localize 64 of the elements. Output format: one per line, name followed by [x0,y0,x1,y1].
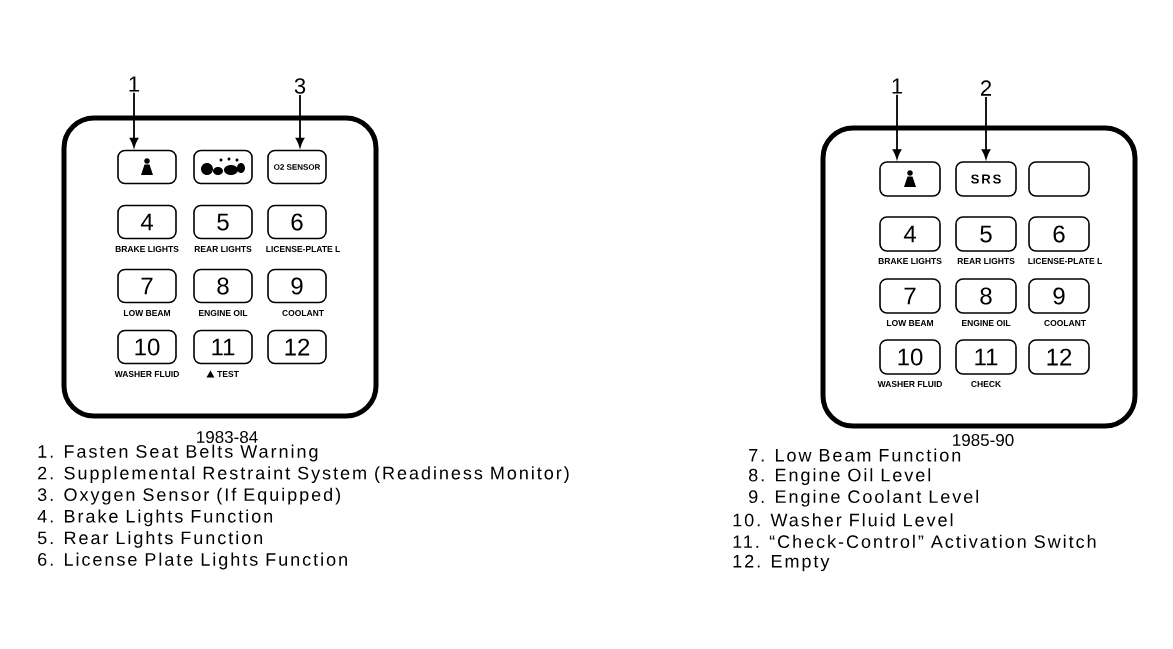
panel-key: 11 [193,329,253,365]
panel-key [1028,161,1090,197]
numbered-item: 5. Rear Lights Function [37,531,263,548]
key-label: COOLANT [1044,320,1086,326]
numbered-item: 6. License Plate Lights Function [38,552,347,570]
year-label: 1983-84 [197,431,258,444]
panel-key: 11 [955,339,1017,375]
callout-number: 1 [129,76,140,92]
panel-key [193,149,253,185]
callout-number: 1 [892,78,903,94]
key-label: LICENSE-PLATE L [1028,258,1102,264]
numbered-item: 2. Supplemental Restraint System (Readiness Monitor) [38,466,569,483]
panel-key: 10 [117,329,177,365]
panel-key: O2 SENSOR [267,149,327,185]
panel-key: SRS [955,161,1017,197]
key-label: WASHER FLUID [114,371,179,377]
numbered-item: 11. “Check-Control” Activation Switch [733,534,1096,548]
key-label: LOW BEAM [123,310,171,316]
panel-key: 5 [193,204,253,240]
key-label: LOW BEAM [886,320,934,326]
callout-arrow [892,93,902,159]
numbered-item: 9. Engine Coolant Level [749,489,979,507]
panel-key: 9 [267,268,327,304]
numbered-item: 3. Oxygen Sensor (If Equipped) [37,487,340,505]
numbered-item: 4. Brake Lights Function [37,509,273,527]
panel-key: 6 [267,204,327,240]
key-label: ENGINE OIL [962,320,1011,326]
numbered-item: 10. Washer Fluid Level [733,513,953,527]
key-label: COOLANT [282,310,324,316]
panel-key: 4 [879,216,941,252]
panel-key [117,149,177,185]
callout-arrow [981,95,991,159]
panel-key: 8 [955,278,1017,314]
year-label: 1985-90 [953,434,1014,447]
panel-key: 5 [955,216,1017,252]
numbered-item: 12. Empty [733,554,830,572]
panel-key: 7 [117,268,177,304]
callout-number: 3 [294,78,306,94]
key-label: LICENSE-PLATE L [266,246,340,252]
callout-number: 2 [981,80,992,96]
panel-key [879,161,941,197]
key-label: BRAKE LIGHTS [115,246,179,252]
numbered-item: 1. Fasten Seat Belts Warning [38,444,318,462]
panel-key: 6 [1028,216,1090,252]
key-label: ENGINE OIL [199,310,248,316]
panel-key: 10 [879,339,941,375]
panel-key: 12 [267,329,327,365]
control-panel [61,115,379,419]
key-label: REAR LIGHTS [957,258,1015,264]
numbered-item: 7. Low Beam Function [749,448,961,462]
key-label: BRAKE LIGHTS [878,258,942,264]
panel-key: 12 [1028,339,1090,375]
key-label: TEST [217,371,239,377]
key-label: CHECK [971,381,1002,387]
callout-arrow [129,91,139,148]
panel-key: 9 [1028,278,1090,314]
control-panel [820,125,1138,429]
panel-key: 8 [193,268,253,304]
callout-arrow [295,94,305,148]
panel-key: 7 [879,278,941,314]
key-label: REAR LIGHTS [194,246,252,252]
panel-key: 4 [117,204,177,240]
numbered-item: 8. Engine Oil Level [749,468,931,485]
key-label: WASHER FLUID [877,381,942,387]
